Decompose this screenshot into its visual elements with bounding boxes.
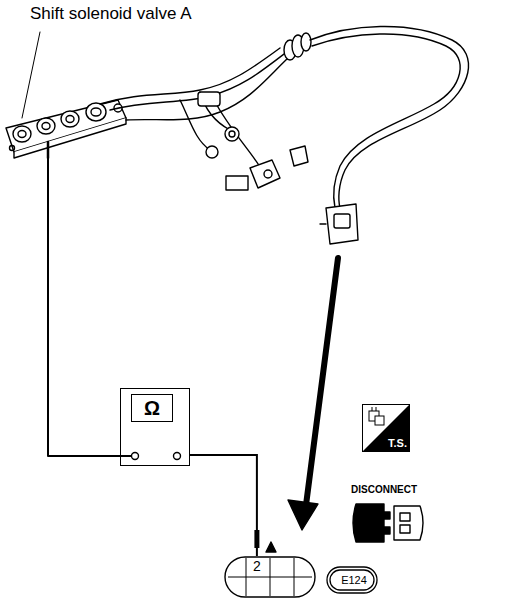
leader-line	[22, 32, 40, 118]
test-lead	[48, 158, 120, 456]
test-lead	[190, 455, 257, 556]
node-text: E124	[326, 566, 382, 594]
node-outline	[224, 556, 316, 598]
probe-tip	[254, 530, 259, 548]
action-label: DISCONNECT	[349, 484, 419, 495]
node-text: Ω	[131, 394, 173, 422]
wire-path	[190, 455, 257, 556]
pointer-arrow	[288, 258, 338, 530]
node-text: 2	[253, 557, 261, 575]
disconnect-icon	[353, 504, 423, 542]
wiring-harness	[100, 26, 469, 244]
part-name: Shift solenoid valve A	[28, 4, 194, 24]
service-icon: T.S.	[362, 404, 410, 452]
connector-id-oval: E124	[326, 566, 382, 594]
node-text: T.S.	[388, 437, 407, 450]
solenoid-assembly	[6, 100, 126, 158]
pin-arrow	[266, 542, 276, 552]
connector-face: 2	[224, 556, 316, 598]
ohmmeter-box: Ω	[120, 388, 190, 466]
